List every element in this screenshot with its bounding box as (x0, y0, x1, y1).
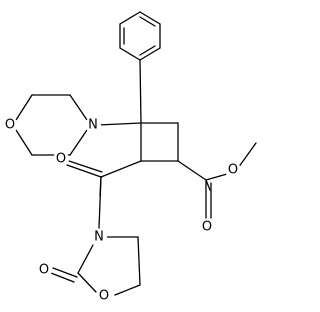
oxazolidinone-ring (50, 236, 141, 296)
oxazolidinone-ring-oxygen-label: O (99, 289, 109, 304)
morpholine-ring (15, 94, 88, 156)
ester-oxygen-label: O (228, 163, 238, 178)
morpholine-nitrogen-label: N (88, 118, 98, 133)
amide-carbonyl-group (66, 160, 142, 229)
bond-phenyl-quaternary (139, 59, 142, 124)
morpholine-oxygen-label: O (5, 118, 15, 133)
oxazolidinone-carbonyl-oxygen-label: O (39, 263, 49, 278)
oxazolidinone-nitrogen-label: N (94, 230, 104, 245)
ester-carbonyl-oxygen-label: O (202, 220, 212, 235)
methyl-ester-group (177, 142, 257, 219)
bond-morpholine-quaternary (97, 122, 142, 126)
atom-labels: O N O N O O O O (2, 117, 241, 304)
cyclobutane-ring (140, 122, 179, 162)
phenyl-ring (119, 11, 161, 61)
molecule-structure-diagram: O N O N O O O O (2, 11, 257, 304)
amide-carbonyl-oxygen-label: O (56, 152, 66, 167)
